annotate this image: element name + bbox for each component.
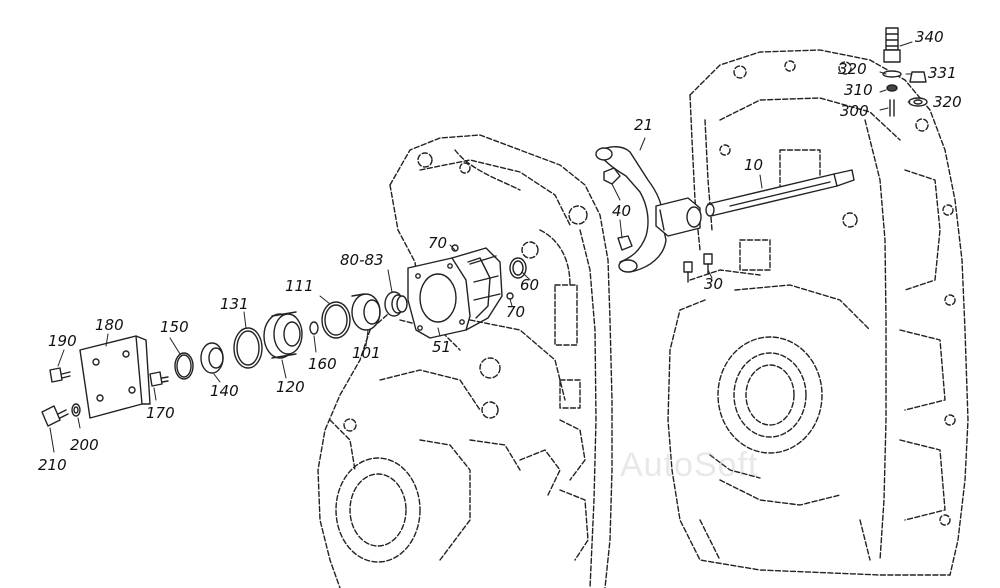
- label-part-51: 51: [432, 338, 452, 356]
- flange-assembly: [174, 311, 303, 380]
- label-part-170: 170: [146, 404, 175, 422]
- label-part-30: 30: [704, 275, 724, 293]
- label-part-80-83: 80-83: [340, 251, 384, 269]
- leader-lines: [49, 41, 913, 453]
- label-part-101: 101: [352, 344, 381, 362]
- fork-pads: [603, 167, 633, 251]
- label-part-310: 310: [844, 81, 873, 99]
- label-part-320: 320: [838, 60, 867, 78]
- label-part-120: 120: [276, 378, 305, 396]
- label-part-340: 340: [915, 28, 944, 46]
- bearing-stack: [309, 291, 408, 339]
- label-part-111: 111: [285, 277, 314, 295]
- label-part-190: 190: [48, 332, 77, 350]
- label-part-70: 70: [428, 234, 448, 252]
- label-part-60: 60: [520, 276, 540, 294]
- label-part-70-b: 70: [506, 303, 526, 321]
- watermark: AutoSoft: [620, 446, 759, 484]
- label-part-180: 180: [95, 316, 124, 334]
- label-part-21: 21: [634, 116, 654, 134]
- label-part-331: 331: [928, 64, 957, 82]
- sensor-340: [882, 27, 928, 117]
- right-housing: [667, 49, 969, 576]
- label-part-210: 210: [38, 456, 67, 474]
- label-part-300: 300: [840, 102, 869, 120]
- label-part-131: 131: [220, 295, 249, 313]
- bolts-small: [41, 367, 169, 427]
- label-part-40: 40: [612, 202, 632, 220]
- label-part-200: 200: [70, 436, 99, 454]
- label-part-140: 140: [210, 382, 239, 400]
- cover-housing: [407, 244, 527, 339]
- shift-rod: [705, 169, 855, 217]
- label-part-10: 10: [744, 156, 764, 174]
- label-part-160: 160: [308, 355, 337, 373]
- end-cover-plate: [79, 335, 151, 419]
- label-part-320-b: 320: [933, 93, 962, 111]
- label-part-150: 150: [160, 318, 189, 336]
- bolts-30: [683, 253, 713, 283]
